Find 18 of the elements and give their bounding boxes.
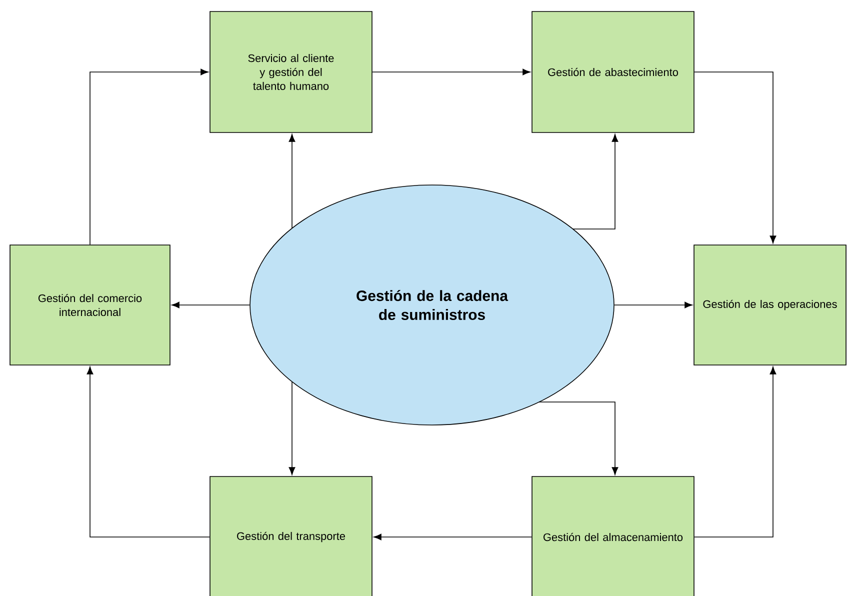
arrow — [572, 134, 618, 230]
arrow — [90, 68, 208, 245]
arrow — [374, 534, 532, 540]
arrow — [372, 68, 530, 76]
arrow — [172, 302, 250, 308]
process-box: Gestión de las operaciones — [694, 244, 846, 366]
arrow — [288, 382, 296, 475]
process-box: Gestión de abastecimiento — [532, 11, 694, 133]
process-box: Servicio al cliente y gestión del talento humano — [210, 11, 372, 133]
arrow — [614, 302, 692, 308]
arrow — [86, 366, 210, 538]
process-box: Gestión del comercio internacional — [10, 244, 170, 366]
arrow — [694, 366, 776, 538]
arrow — [538, 402, 618, 475]
arrow — [288, 134, 296, 228]
process-box: Gestión del almacenamiento — [532, 476, 694, 596]
arrow — [694, 72, 776, 244]
process-box: Gestión del transporte — [210, 476, 372, 596]
